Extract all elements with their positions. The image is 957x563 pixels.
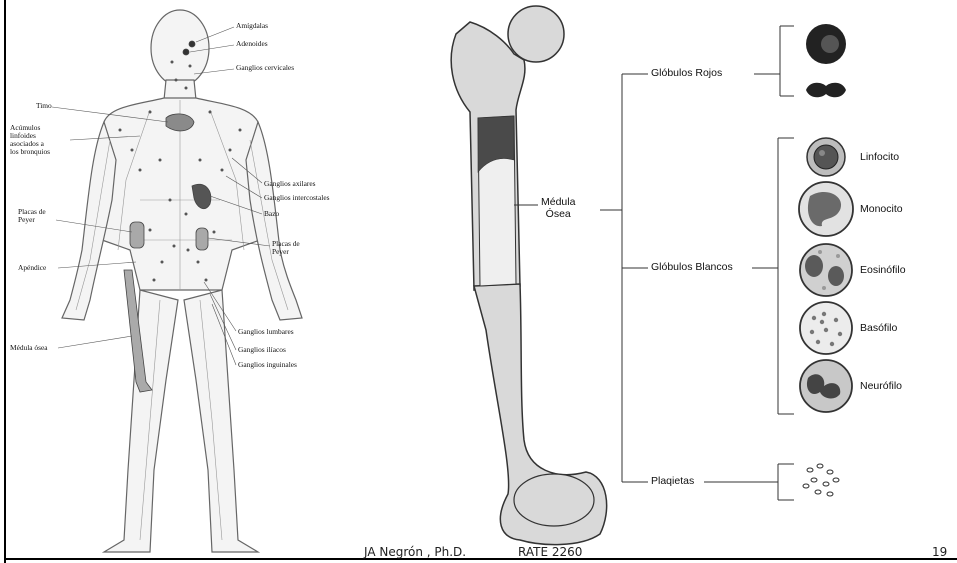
branch-globulos-rojos: Glóbulos Rojos xyxy=(648,67,725,79)
label-apendice: Apéndice xyxy=(18,264,46,272)
label-adenoides: Adenoides xyxy=(236,40,268,48)
lymphocyte-icon xyxy=(807,138,845,176)
footer-author: JA Negrón , Ph.D. xyxy=(364,545,466,559)
label-placas-peyer-left: Placas de Peyer xyxy=(18,208,46,224)
branch-globulos-blancos: Glóbulos Blancos xyxy=(648,261,736,273)
eosinophil-icon xyxy=(800,244,852,296)
femur-bone xyxy=(451,6,606,545)
basophil-icon xyxy=(800,302,852,354)
platelets-icon xyxy=(803,464,839,496)
peyer-left xyxy=(130,222,144,248)
adenoid-node xyxy=(183,49,189,55)
body-right-arm xyxy=(246,122,302,320)
label-ganglios-axilares: Ganglios axilares xyxy=(264,180,316,188)
label-bazo: Bazo xyxy=(264,210,279,218)
label-ganglios-inguinales: Ganglios inguinales xyxy=(238,361,297,369)
body-left-leg xyxy=(104,290,178,552)
label-amigdalas: Amígdalas xyxy=(236,22,268,30)
monocyte-icon xyxy=(799,182,853,236)
label-medula-osea: Médula Ósea xyxy=(538,196,578,220)
cell-label-neurofilo: Neurófilo xyxy=(860,380,902,392)
slide-number: 19 xyxy=(932,545,947,559)
label-placas-peyer-right: Placas de Peyer xyxy=(272,240,300,256)
label-ganglios-intercostales: Ganglios intercostales xyxy=(264,194,329,202)
label-ganglios-lumbares: Ganglios lumbares xyxy=(238,328,294,336)
label-timo: Timo xyxy=(36,102,52,110)
label-acumulos-linfoides: Acúmulos linfoides asociados a los bronq… xyxy=(10,124,50,156)
cell-label-monocito: Monocito xyxy=(860,203,903,215)
femur-head xyxy=(508,6,564,62)
neutrophil-icon xyxy=(800,360,852,412)
label-ganglios-iliacos: Ganglios ilíacos xyxy=(238,346,286,354)
body-head xyxy=(151,10,209,86)
cell-label-linfocito: Linfocito xyxy=(860,151,899,163)
footer-course: RATE 2260 xyxy=(518,545,582,559)
cell-label-basofilo: Basófilo xyxy=(860,322,897,334)
branch-plaquetas: Plaqietas xyxy=(648,475,697,487)
red-blood-cell-side-icon xyxy=(806,83,846,98)
label-ganglios-cervicales: Ganglios cervicales xyxy=(236,64,294,72)
peyer-right xyxy=(196,228,208,250)
cell-label-eosinofilo: Eosinófilo xyxy=(860,264,906,276)
red-blood-cell-icon xyxy=(806,24,846,64)
body-neck xyxy=(164,80,196,100)
label-medula-osea-body: Médula ósea xyxy=(10,344,48,352)
thymus-organ xyxy=(166,114,194,131)
tonsil-node xyxy=(189,41,195,47)
